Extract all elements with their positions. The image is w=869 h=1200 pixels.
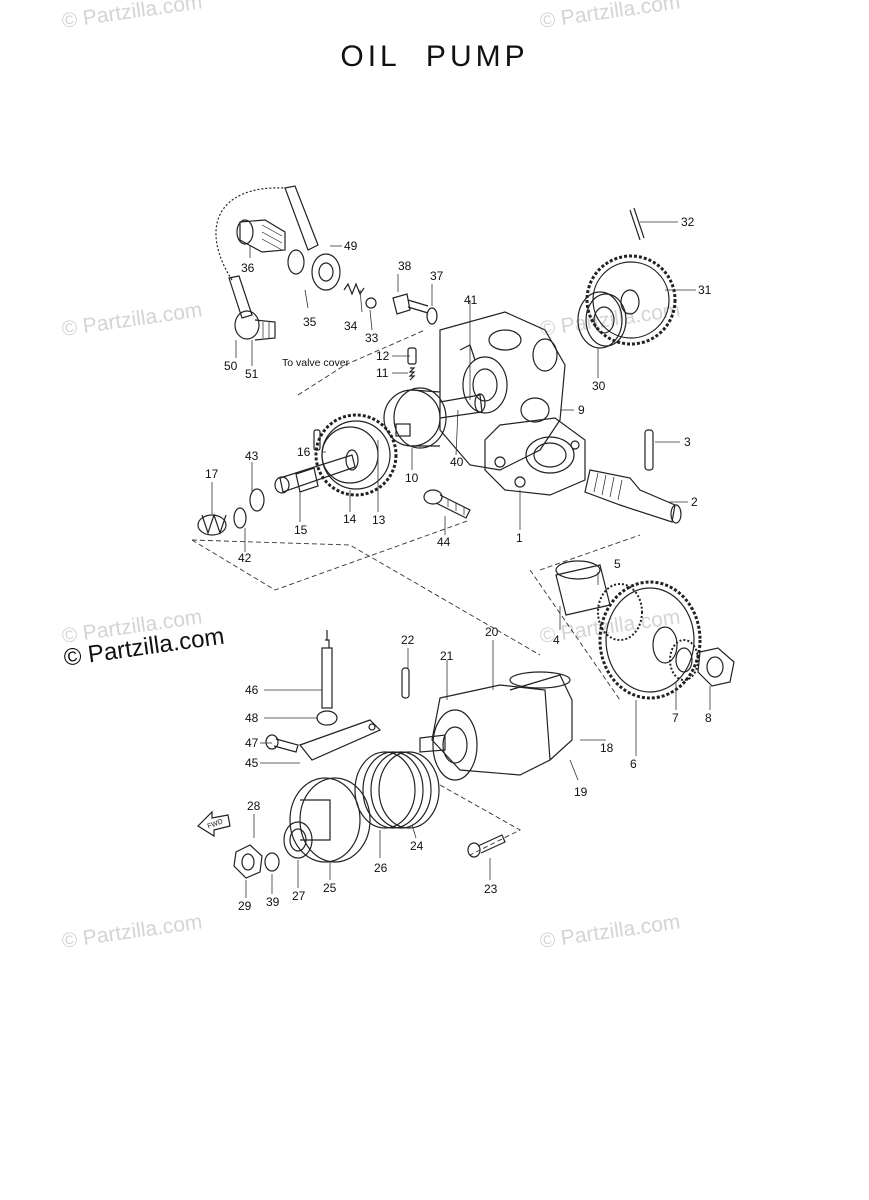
- callout-37: 37: [430, 269, 444, 283]
- leader-lines: [211, 221, 711, 898]
- callout-14: 14: [343, 512, 357, 526]
- page-title: OIL PUMP: [340, 40, 529, 73]
- oil-sensor-46: [316, 630, 338, 726]
- callout-29: 29: [238, 899, 252, 913]
- callout-30: 30: [592, 379, 606, 393]
- callout-51: 51: [245, 367, 259, 381]
- drive-shaft: [274, 429, 356, 494]
- callout-40: 40: [450, 455, 464, 469]
- spring-24: [354, 751, 440, 829]
- callout-50: 50: [224, 359, 238, 373]
- note-valve-cover: To valve cover: [282, 357, 350, 369]
- callout-35: 35: [303, 315, 317, 329]
- callout-15: 15: [294, 523, 308, 537]
- nut-29: [233, 844, 263, 879]
- callout-8: 8: [705, 711, 712, 725]
- spring-17-washers: [197, 488, 265, 536]
- washer-27: [283, 821, 313, 859]
- callout-5: 5: [614, 557, 621, 571]
- bolt-38-washer-37: [392, 293, 438, 325]
- bolt-44: [423, 489, 471, 519]
- callout-32: 32: [681, 215, 695, 229]
- callout-21: 21: [440, 649, 454, 663]
- washer-39: [264, 852, 280, 872]
- pump-body: [439, 311, 566, 471]
- callout-7: 7: [672, 711, 679, 725]
- callout-13: 13: [372, 513, 386, 527]
- callout-9: 9: [578, 403, 585, 417]
- callout-48: 48: [245, 711, 259, 725]
- driven-gear-31: [585, 254, 677, 346]
- callout-45: 45: [245, 756, 259, 770]
- callout-36: 36: [241, 261, 255, 275]
- callout-11: 11: [376, 366, 389, 380]
- bolt-47: [265, 734, 299, 753]
- callout-12: 12: [376, 349, 390, 363]
- drive-gear-13: [314, 413, 398, 497]
- callout-24: 24: [410, 839, 424, 853]
- cover-25: [289, 777, 371, 863]
- fwd-arrow-icon: [197, 810, 231, 838]
- cotter-pin-32: [629, 207, 645, 241]
- assembly-guide-lines: [191, 329, 641, 856]
- callout-27: 27: [292, 889, 306, 903]
- callout-41: 41: [464, 293, 478, 307]
- callout-16: 16: [297, 445, 311, 459]
- callout-20: 20: [485, 625, 499, 639]
- callout-19: 19: [574, 785, 588, 799]
- check-spring-ball: [343, 282, 377, 309]
- callout-39: 39: [266, 895, 280, 909]
- rotor-shaft: [383, 347, 486, 449]
- nut-8: [697, 647, 735, 687]
- callout-34: 34: [344, 319, 358, 333]
- callout-38: 38: [398, 259, 412, 273]
- callout-18: 18: [600, 741, 614, 755]
- callout-33: 33: [365, 331, 379, 345]
- callout-28: 28: [247, 799, 261, 813]
- callout-49: 49: [344, 239, 358, 253]
- callout-3: 3: [684, 435, 691, 449]
- pump-cover: [484, 417, 586, 496]
- callout-26: 26: [374, 861, 388, 875]
- callout-6: 6: [630, 757, 637, 771]
- callout-42: 42: [238, 551, 252, 565]
- bolt-23: [467, 834, 506, 858]
- callout-43: 43: [245, 449, 259, 463]
- bracket-45: [299, 719, 382, 761]
- callout-44: 44: [437, 535, 451, 549]
- small-gear-7: [669, 639, 699, 681]
- callout-10: 10: [405, 471, 419, 485]
- gear-set-6: [555, 560, 702, 700]
- callout-31: 31: [698, 283, 712, 297]
- callout-47: 47: [245, 736, 259, 750]
- callout-4: 4: [553, 633, 560, 647]
- callout-23: 23: [484, 882, 498, 896]
- callout-25: 25: [323, 881, 337, 895]
- oil-pipe-assembly: [215, 185, 341, 341]
- callout-2: 2: [691, 495, 698, 509]
- bearing-30: [577, 291, 627, 349]
- housing-20: [401, 667, 573, 781]
- callout-1: 1: [516, 531, 523, 545]
- callout-46: 46: [245, 683, 259, 697]
- callout-17: 17: [205, 467, 219, 481]
- callout-labels: 32 31 30 9 3 2 1 41 40 10 13 14 15 16 17…: [205, 215, 712, 913]
- callout-22: 22: [401, 633, 415, 647]
- worm-shaft-2: [584, 429, 682, 524]
